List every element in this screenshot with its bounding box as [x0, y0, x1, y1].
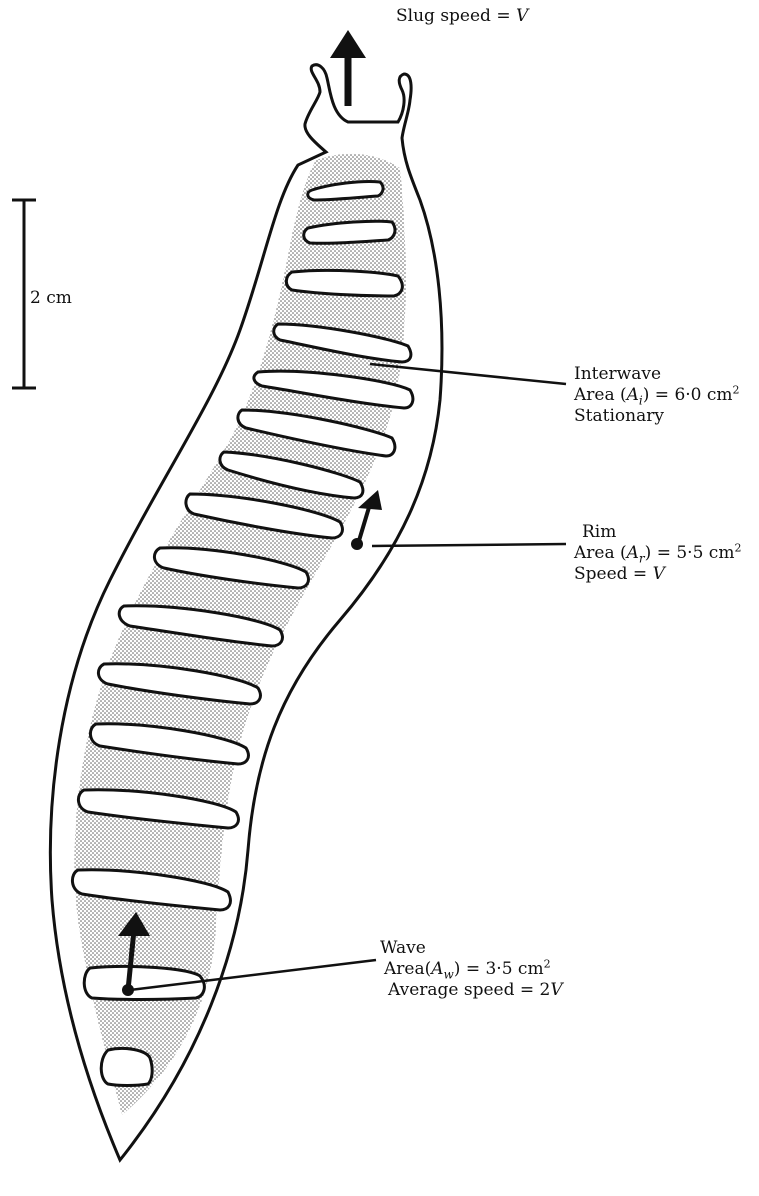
rim-area: Area (Ar) = 5·5 cm2	[574, 543, 741, 564]
rim-name: Rim	[574, 522, 741, 543]
scale-bar-label: 2 cm	[30, 288, 72, 309]
wave-band	[286, 270, 402, 296]
slug-speed-var: V	[516, 6, 528, 26]
rim-leader-line	[372, 544, 566, 546]
slug-speed-arrow	[330, 30, 366, 106]
rim-annotation: Rim Area (Ar) = 5·5 cm2 Speed = V	[574, 522, 741, 585]
interwave-status: Stationary	[574, 406, 740, 427]
interwave-name: Interwave	[574, 364, 740, 385]
wave-area: Area(Aw) = 3·5 cm2	[380, 959, 563, 980]
slug-speed-label: Slug speed = V	[396, 6, 528, 27]
slug-speed-text: Slug speed =	[396, 6, 516, 26]
interwave-area: Area (Ai) = 6·0 cm2	[574, 385, 740, 406]
wave-band	[101, 1048, 152, 1085]
rim-speed: Speed = V	[574, 564, 741, 585]
wave-annotation: Wave Area(Aw) = 3·5 cm2 Average speed = …	[380, 938, 563, 1001]
wave-name: Wave	[380, 938, 563, 959]
interwave-annotation: Interwave Area (Ai) = 6·0 cm2 Stationary	[574, 364, 740, 427]
wave-speed: Average speed = 2V	[380, 980, 563, 1001]
